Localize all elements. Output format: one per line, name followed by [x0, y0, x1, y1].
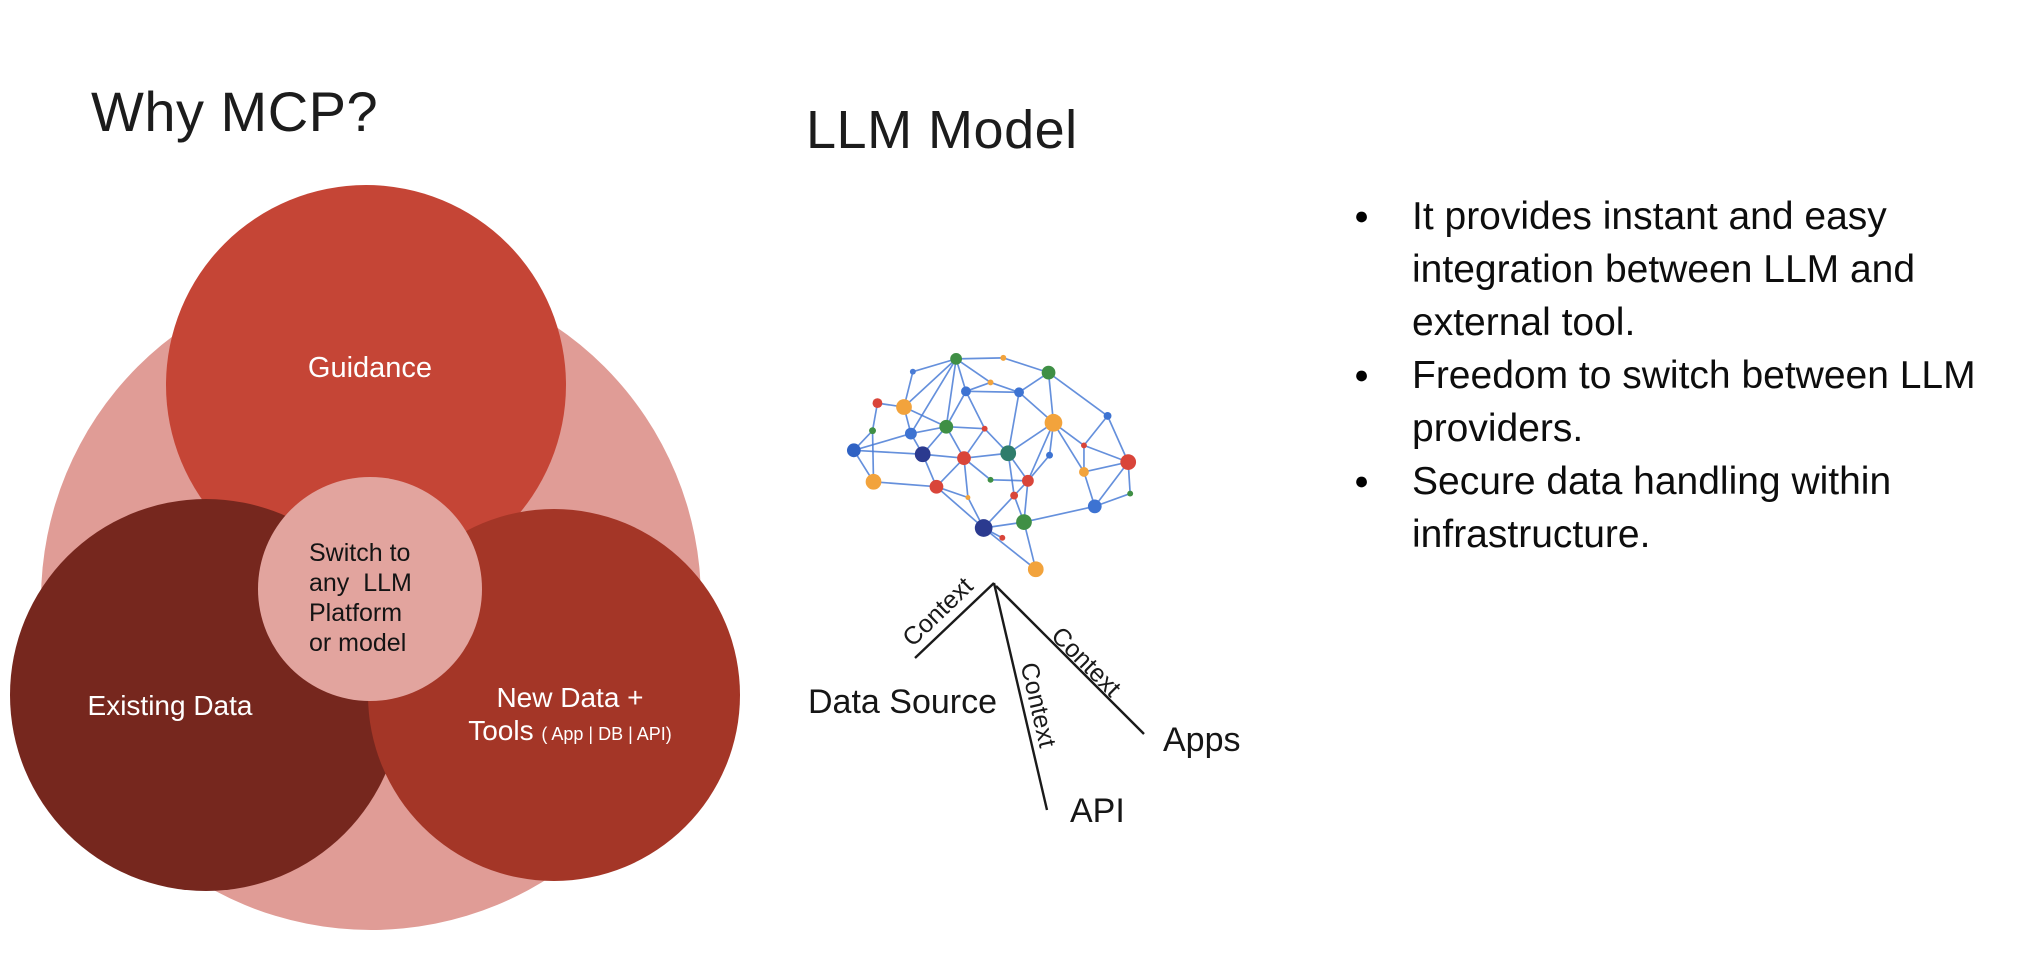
- context-line-apps: [995, 585, 1145, 735]
- list-item-text: It provides instant and easy integration…: [1412, 195, 1916, 344]
- benefits-list: It provides instant and easy integration…: [1352, 190, 2036, 561]
- brain-network-icon: [846, 352, 1137, 578]
- apps-label: Apps: [1163, 721, 1241, 759]
- venn-label-new-data-line1: New Data +: [496, 682, 644, 713]
- list-item-text: Secure data handling within infrastructu…: [1412, 460, 1892, 556]
- venn-label-new-data-line2: Tools: [468, 715, 542, 746]
- venn-label-guidance: Guidance: [307, 352, 433, 384]
- list-item: Secure data handling within infrastructu…: [1352, 455, 2036, 561]
- venn-label-existing-data: Existing Data: [87, 690, 253, 721]
- venn-circle-center-overlap: [258, 477, 482, 701]
- data-source-label: Data Source: [808, 683, 997, 721]
- list-item: Freedom to switch between LLM providers.: [1352, 349, 2036, 455]
- context-line-data-source: [914, 582, 995, 659]
- list-item: It provides instant and easy integration…: [1352, 190, 2036, 349]
- brain-edges: [853, 357, 1132, 570]
- api-label: API: [1070, 792, 1125, 830]
- venn-label-new-data-tools: New Data + Tools ( App | DB | API): [430, 681, 710, 751]
- venn-label-center-overlap: Switch to any LLM Platform or model: [309, 539, 412, 657]
- llm-model-title: LLM Model: [806, 100, 1078, 160]
- context-lines: [914, 582, 1145, 811]
- page-title: Why MCP?: [91, 80, 379, 143]
- venn-label-new-data-line2-small: ( App | DB | API): [541, 724, 672, 744]
- list-item-text: Freedom to switch between LLM providers.: [1412, 354, 1976, 450]
- context-line-api: [992, 582, 1049, 811]
- brain-nodes: [846, 352, 1137, 578]
